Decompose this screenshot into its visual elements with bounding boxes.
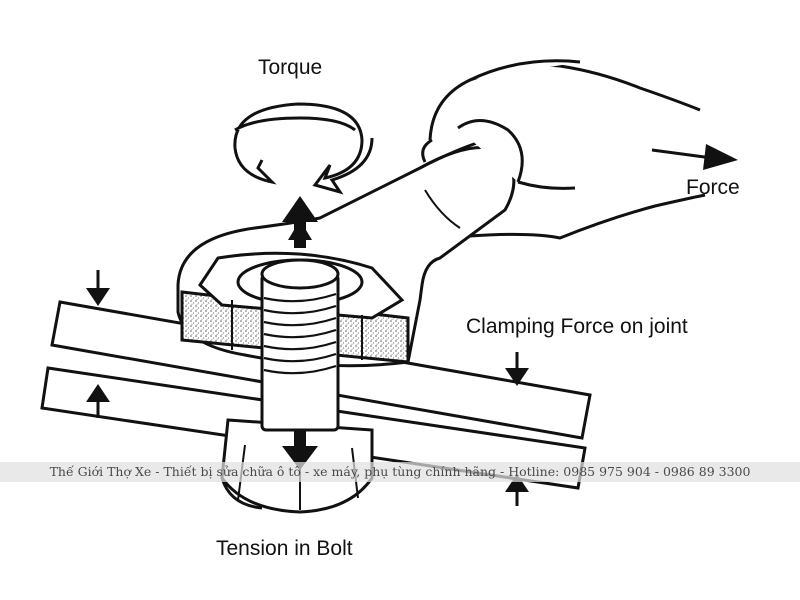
hand-icon <box>421 59 706 240</box>
clamp-arrow-top-right <box>505 352 529 386</box>
bolt-threads <box>263 292 337 375</box>
force-label: Force <box>686 176 740 199</box>
clamp-arrow-bottom-left <box>86 384 110 418</box>
tension-label: Tension in Bolt <box>216 537 353 560</box>
clamping-force-label: Clamping Force on joint <box>466 315 688 338</box>
clamp-arrow-top-left <box>86 270 110 306</box>
arrow-right-icon <box>651 144 738 170</box>
clamp-arrow-bottom-right <box>505 474 529 506</box>
arrow-up-icon <box>282 196 318 248</box>
arrow-down-icon <box>282 430 318 470</box>
torque-rotation-icon <box>233 102 374 195</box>
watermark-banner: Thế Giới Thợ Xe - Thiết bị sửa chữa ô tô… <box>0 462 800 482</box>
torque-label: Torque <box>258 56 323 79</box>
